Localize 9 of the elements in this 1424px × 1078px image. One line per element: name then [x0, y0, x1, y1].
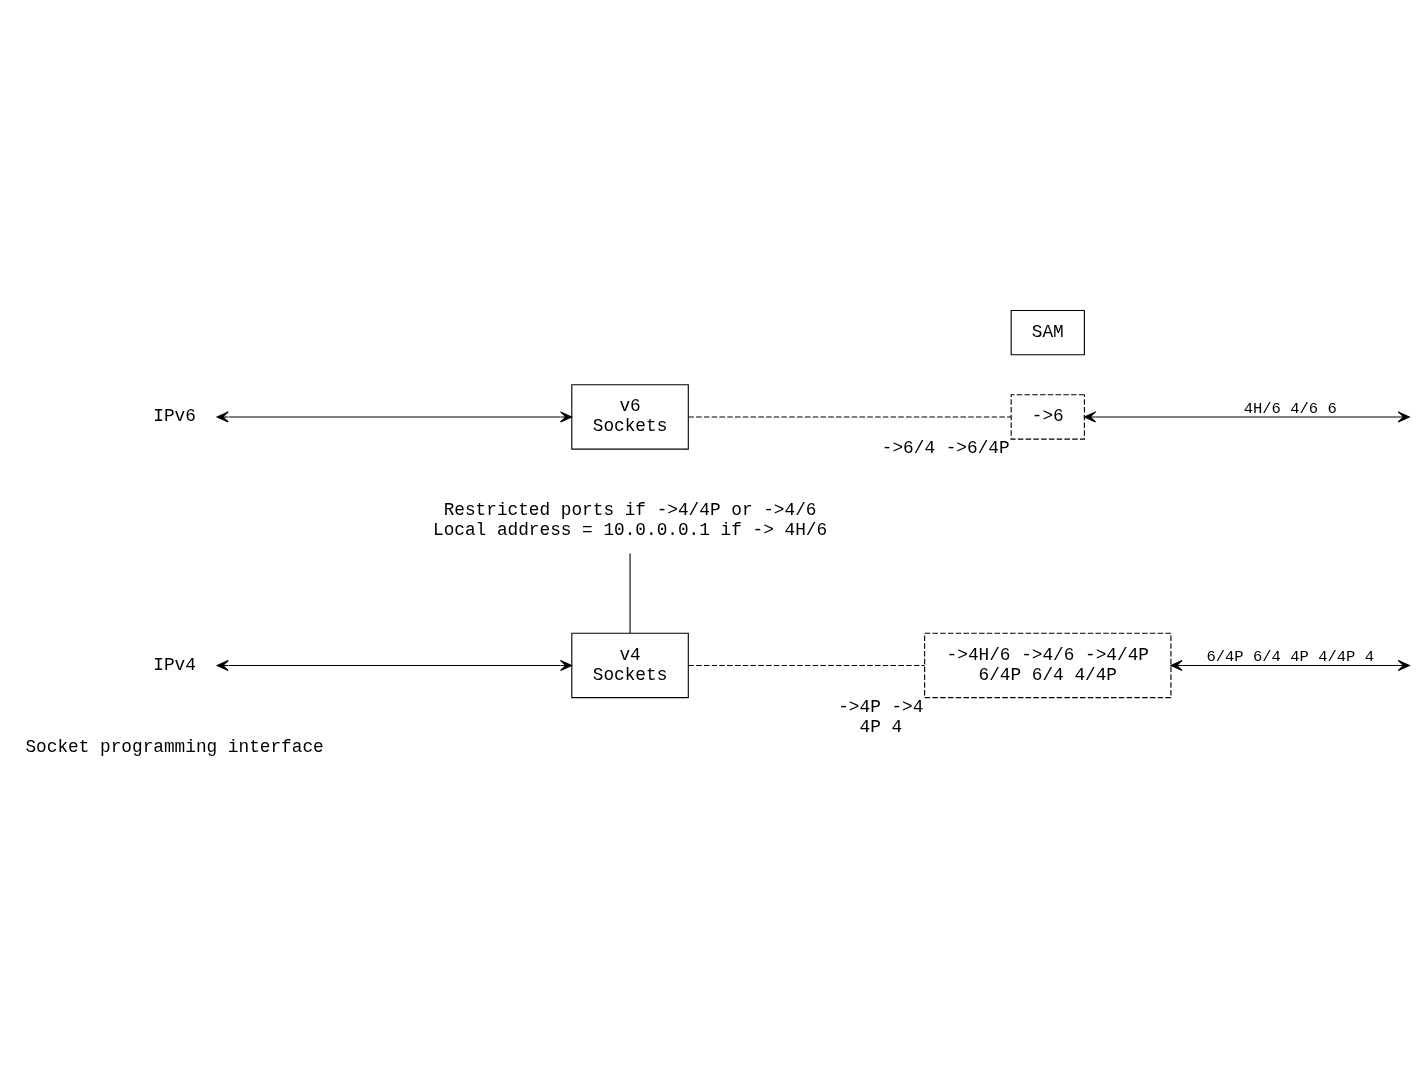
label: Socket programming interface	[25, 736, 324, 757]
edge-label: 6/4P 6/4 4P 4/4P 4	[1206, 648, 1375, 667]
edge-label: 4H/6 4/6 6	[1243, 399, 1337, 418]
node-text: IPv6	[153, 406, 196, 427]
node-text: IPv4	[153, 654, 196, 675]
node-label: ->6/4 ->6/4P	[881, 438, 1010, 459]
node-label: 4P 4	[859, 716, 903, 737]
node-text: Restricted ports if ->4/4P or ->4/6 Local address = 10.0.0.0.1 if -> 4H/6	[432, 500, 828, 541]
node-label: ->4P ->4	[838, 696, 924, 717]
